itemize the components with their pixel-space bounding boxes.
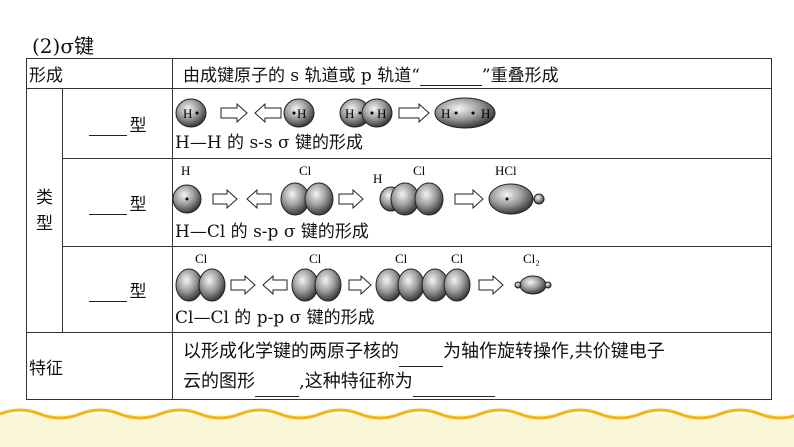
- feature-text-3: 云的图形: [183, 371, 255, 392]
- pp-molecule-cl2: [514, 275, 552, 295]
- footer-band: [0, 414, 794, 447]
- ss-orbital-h1: H: [175, 98, 207, 128]
- sp-label-hcl: HCl: [495, 163, 517, 178]
- type-blank-pp[interactable]: [88, 283, 127, 302]
- double-arrow-icon: [212, 188, 272, 210]
- feature-text-2: 为轴作旋转操作,共价键电子: [443, 341, 665, 362]
- formation-blank[interactable]: [419, 67, 482, 86]
- type-blank-cell-ss: 型: [62, 88, 173, 159]
- feature-blank-2[interactable]: [255, 378, 299, 397]
- feature-blank-1[interactable]: [399, 348, 443, 367]
- pp-label-cl2-molecule: Cl₂: [523, 251, 540, 266]
- svg-text:H: H: [183, 106, 192, 121]
- sp-caption: H—Cl 的 s-p σ 键的形成: [175, 222, 369, 242]
- type-blank-cell-pp: 型: [62, 246, 173, 333]
- feature-text-1: 以形成化学键的两原子核的: [183, 341, 399, 362]
- feature-text: 以形成化学键的两原子核的 为轴作旋转操作,共价键电子 云的图形 ,这种特征称为: [173, 333, 771, 399]
- formation-text-before: 由成键原子的 s 轨道或 p 轨道“: [183, 66, 420, 86]
- sp-label-h2: H: [373, 171, 382, 186]
- type-blank-cell-sp: 型: [62, 158, 173, 247]
- svg-text:H: H: [441, 106, 450, 121]
- arrow-icon: [478, 274, 504, 296]
- sp-label-cl2: Cl: [413, 163, 426, 178]
- pp-orbital-cl2: [291, 268, 342, 302]
- type-label: 类型: [36, 187, 53, 234]
- type-row-sp: 型 H Cl H: [27, 158, 772, 247]
- type-blank-ss[interactable]: [88, 117, 127, 136]
- ss-orbital-h2: H: [283, 98, 315, 128]
- feature-text-4: ,这种特征称为: [299, 371, 413, 392]
- svg-text:H: H: [345, 106, 354, 121]
- arrow-icon: [454, 188, 484, 210]
- pp-label-cl1: Cl: [195, 251, 208, 266]
- ss-molecule-h2: H H: [434, 97, 496, 129]
- type-label-cell: 类型: [26, 88, 63, 333]
- sp-molecule-hcl: [488, 183, 545, 215]
- arrow-icon: [338, 188, 364, 210]
- pp-orbital-diagram: Cl Cl Cl Cl: [175, 251, 552, 302]
- section-heading: (2)σ键: [32, 34, 94, 58]
- ss-caption: H—H 的 s-s σ 键的形成: [175, 133, 364, 153]
- arrow-icon: [348, 274, 372, 296]
- double-arrow-icon: [230, 274, 288, 296]
- pp-label-cl3: Cl: [395, 251, 408, 266]
- feature-label: 特征: [26, 332, 173, 400]
- ss-content: H H H H: [172, 88, 772, 159]
- sp-orbital-h: [173, 184, 202, 214]
- pp-caption: Cl—Cl 的 p-p σ 键的形成: [175, 308, 375, 328]
- double-arrow-icon: [220, 102, 282, 124]
- sigma-bond-table: 形成 由成键原子的 s 轨道或 p 轨道“ ”重叠形成 类型 型 H: [26, 58, 772, 400]
- svg-text:H: H: [377, 106, 386, 121]
- footer-wave: [0, 408, 794, 420]
- sp-orbital-cl: [280, 182, 334, 216]
- type-suffix-pp: 型: [129, 282, 147, 302]
- sp-orbital-diagram: H Cl H Cl: [173, 163, 545, 216]
- footer-decoration: [0, 408, 794, 447]
- pp-overlap: [375, 268, 471, 302]
- sp-label-h: H: [181, 163, 190, 178]
- type-suffix-ss: 型: [129, 116, 147, 136]
- sp-overlap: [379, 182, 444, 216]
- formation-text-after: ”重叠形成: [481, 66, 559, 86]
- feature-blank-3[interactable]: [412, 378, 495, 397]
- formation-row: 形成 由成键原子的 s 轨道或 p 轨道“ ”重叠形成: [26, 58, 772, 89]
- formation-content: 由成键原子的 s 轨道或 p 轨道“ ”重叠形成: [172, 58, 772, 89]
- pp-orbital-cl1: [175, 268, 226, 302]
- type-row-pp: 型 Cl Cl Cl: [27, 246, 772, 333]
- svg-text:H: H: [297, 106, 306, 121]
- sp-content: H Cl H Cl: [172, 158, 772, 247]
- sp-label-cl: Cl: [299, 163, 312, 178]
- svg-text:H: H: [481, 106, 490, 121]
- pp-content: Cl Cl Cl Cl: [172, 246, 772, 333]
- pp-label-cl2: Cl: [309, 251, 322, 266]
- type-suffix-sp: 型: [129, 195, 147, 215]
- feature-content: 以形成化学键的两原子核的 为轴作旋转操作,共价键电子 云的图形 ,这种特征称为: [172, 332, 772, 400]
- pp-label-cl4: Cl: [451, 251, 464, 266]
- ss-overlap: H H: [339, 98, 393, 128]
- type-row-ss: 类型 型 H H: [26, 88, 772, 333]
- arrow-icon: [398, 102, 430, 124]
- feature-row: 特征 以形成化学键的两原子核的 为轴作旋转操作,共价键电子 云的图形 ,这种特征称为: [26, 332, 772, 400]
- formation-label: 形成: [26, 58, 173, 89]
- ss-orbital-diagram: H H H H: [175, 97, 496, 129]
- type-blank-sp[interactable]: [88, 196, 127, 215]
